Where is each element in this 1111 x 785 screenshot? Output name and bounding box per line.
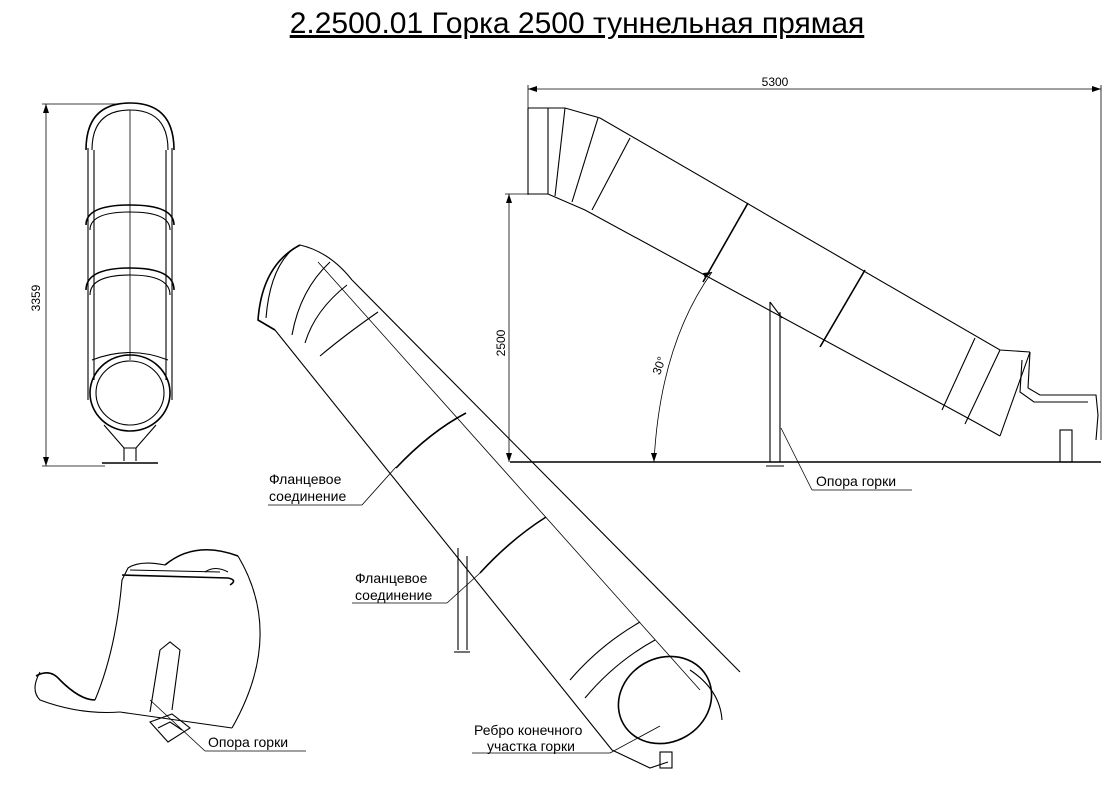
rib-label-line2: участка горки	[487, 738, 575, 754]
rib-label-line1: Ребро конечного	[474, 722, 583, 738]
flange-2-label-line1: Фланцевое	[355, 570, 428, 586]
flange-1-label-line1: Фланцевое	[269, 471, 342, 487]
side-view: 5300 2500 30°	[494, 75, 1102, 491]
front-height-dimension: 3359	[29, 284, 43, 311]
support-detail-label: Опора горки	[208, 734, 288, 750]
detail-view: Опора горки	[34, 548, 306, 752]
support-side-label: Опора горки	[816, 473, 896, 489]
isometric-view: Фланцевое соединение Фланцевое соединени…	[257, 244, 741, 769]
drawing-title: 2.2500.01 Горка 2500 туннельная прямая	[290, 7, 865, 40]
total-length-dimension: 5300	[762, 75, 789, 89]
angle-dimension: 30°	[650, 355, 669, 377]
height-dimension: 2500	[494, 329, 508, 356]
flange-2-label-line2: соединение	[355, 587, 432, 603]
flange-1-label-line2: соединение	[269, 488, 346, 504]
front-view: 3359	[29, 102, 175, 467]
